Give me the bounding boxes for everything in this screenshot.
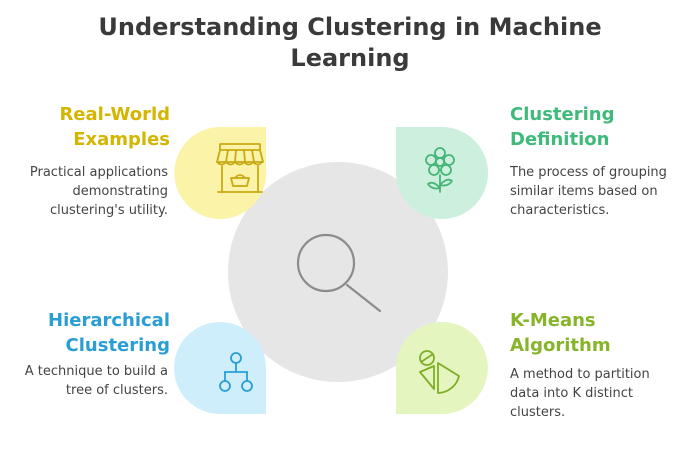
real-world-desc-line-3: clustering's utility. <box>49 203 168 218</box>
kmeans-desc-line-3: clusters. <box>510 405 566 420</box>
pie-chart-icon <box>419 350 460 394</box>
kmeans-desc-line-1: A method to partition <box>510 367 650 382</box>
hierarchical-description: A technique to build a tree of clusters. <box>0 362 168 400</box>
definition-description: The process of grouping similar items ba… <box>510 163 695 220</box>
magnifier-icon <box>296 233 382 313</box>
title-line-2: Learning <box>290 44 410 72</box>
kmeans-heading-line-2: Algorithm <box>510 335 611 356</box>
flower-icon <box>425 147 455 193</box>
definition-heading-line-2: Definition <box>510 129 610 150</box>
center-circle <box>228 162 448 382</box>
hierarchical-heading-line-2: Clustering <box>65 335 170 356</box>
definition-desc-line-3: characteristics. <box>510 203 610 218</box>
definition-heading: Clustering Definition <box>510 102 680 152</box>
real-world-heading: Real-World Examples <box>0 102 170 152</box>
real-world-petal <box>174 127 267 219</box>
kmeans-heading: K-Means Algorithm <box>510 308 680 358</box>
kmeans-petal <box>395 322 488 414</box>
hierarchical-desc-line-2: tree of clusters. <box>65 383 168 398</box>
definition-desc-line-2: similar items based on <box>510 184 658 199</box>
definition-desc-line-1: The process of grouping <box>510 165 667 180</box>
real-world-desc-line-1: Practical applications <box>29 165 168 180</box>
page-title: Understanding Clustering in Machine Lear… <box>0 12 700 74</box>
hierarchical-heading-line-1: Hierarchical <box>48 310 170 331</box>
kmeans-desc-line-2: data into K distinct <box>510 386 633 401</box>
hierarchical-petal <box>174 322 266 414</box>
real-world-desc-line-2: demonstrating <box>72 184 169 199</box>
real-world-heading-line-1: Real-World <box>59 104 170 125</box>
hierarchical-desc-line-1: A technique to build a <box>24 364 168 379</box>
hierarchical-heading: Hierarchical Clustering <box>0 308 170 358</box>
real-world-description: Practical applications demonstrating clu… <box>0 163 168 220</box>
kmeans-description: A method to partition data into K distin… <box>510 365 695 422</box>
market-stall-icon <box>216 143 264 193</box>
title-line-1: Understanding Clustering in Machine <box>98 13 602 41</box>
definition-heading-line-1: Clustering <box>510 104 615 125</box>
kmeans-heading-line-1: K-Means <box>510 310 596 331</box>
real-world-heading-line-2: Examples <box>73 129 170 150</box>
tree-network-icon <box>219 352 253 392</box>
